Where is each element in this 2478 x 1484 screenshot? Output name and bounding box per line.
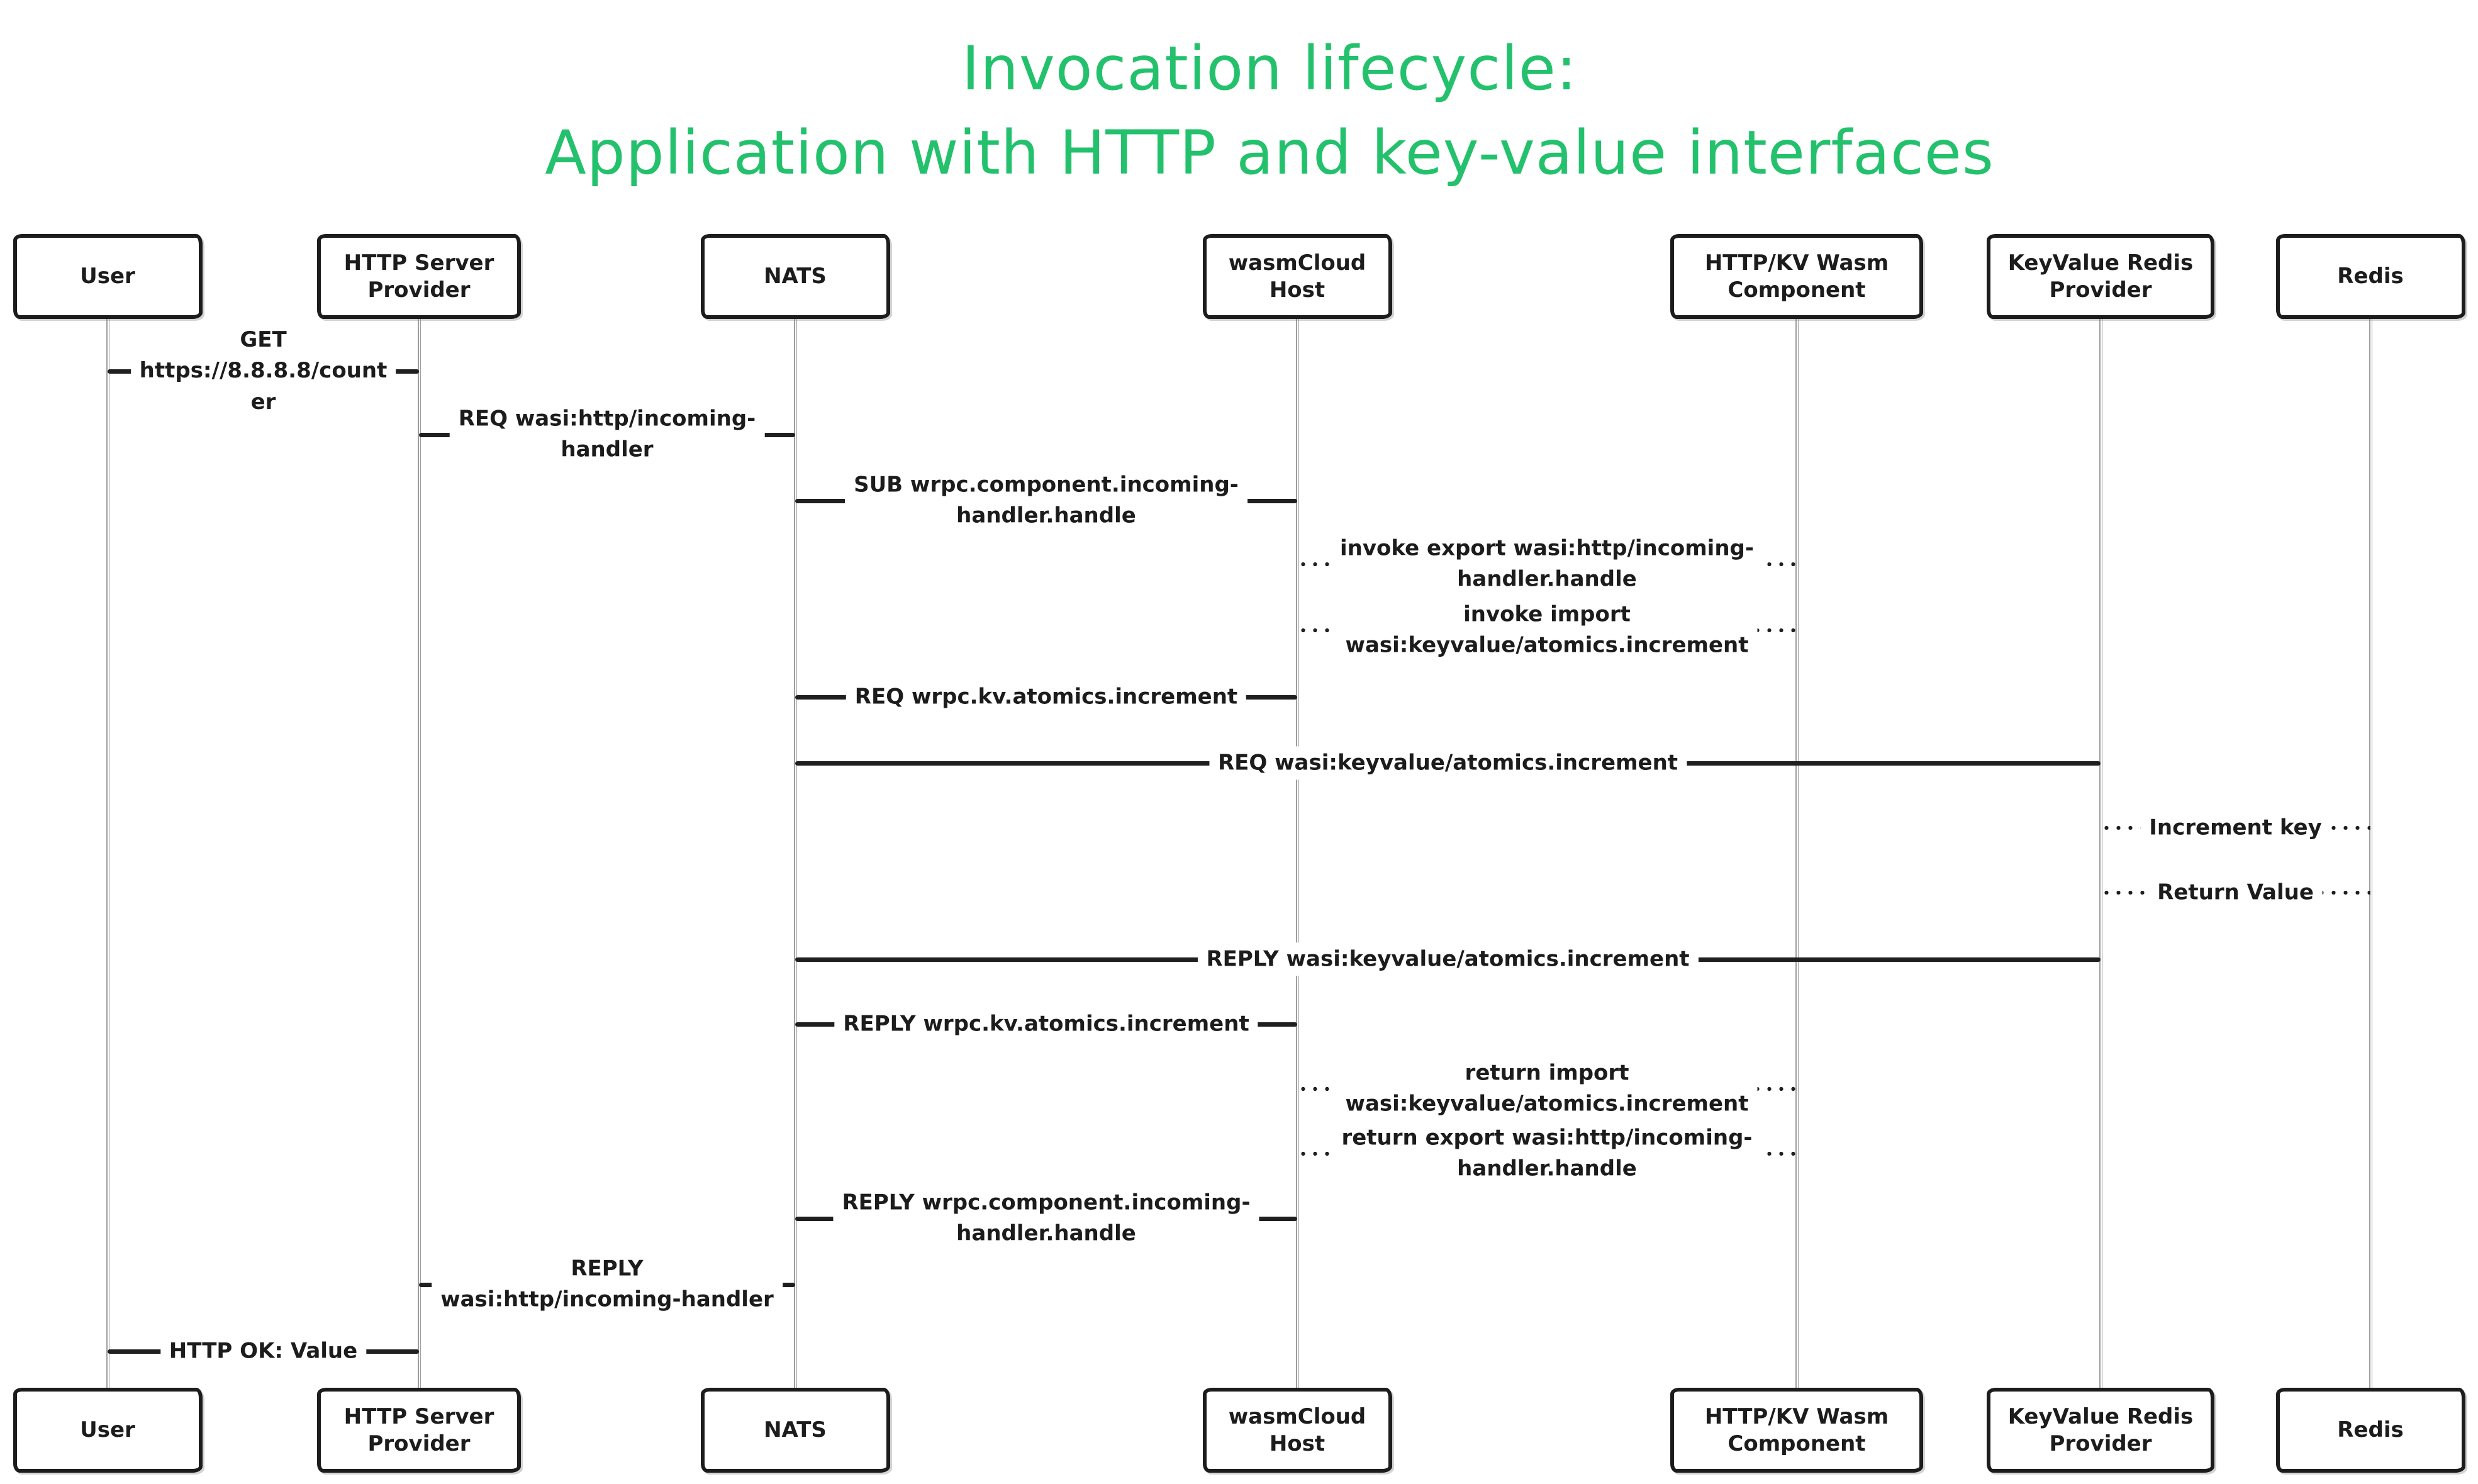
lifeline-http-server-provider: [418, 319, 421, 1388]
message-label-13: REPLY wrpc.component.incoming-handler.ha…: [833, 1186, 1259, 1251]
actor-top-nats: NATS: [700, 234, 890, 319]
lifeline-redis: [2369, 319, 2372, 1388]
title-line-1: Invocation lifecycle:: [961, 33, 1578, 104]
actor-label: HTTP/KV Wasm Component: [1704, 1404, 1889, 1456]
actor-label: NATS: [764, 264, 827, 289]
message-label-15: HTTP OK: Value: [160, 1334, 367, 1368]
actor-top-redis: Redis: [2275, 234, 2465, 319]
message-label-line: HTTP OK: Value: [169, 1338, 358, 1364]
message-label-9: REPLY wasi:keyvalue/atomics.increment: [1197, 942, 1699, 976]
actor-bottom-http-server-provider: HTTP Server Provider: [317, 1388, 521, 1473]
message-label-line: er: [250, 389, 276, 415]
message-label-line: REPLY wrpc.component.incoming-: [842, 1190, 1251, 1215]
actor-top-http-server-provider: HTTP Server Provider: [317, 234, 521, 319]
lifeline-user: [106, 319, 109, 1388]
message-label-line: wasi:keyvalue/atomics.increment: [1345, 1091, 1749, 1117]
message-label-14: REPLY wasi:http/incoming-handler: [432, 1252, 783, 1317]
message-label-6: REQ wasi:keyvalue/atomics.increment: [1208, 746, 1687, 780]
message-label-line: REPLY wrpc.kv.atomics.increment: [843, 1011, 1249, 1037]
title-line-2: Application with HTTP and key-value inte…: [545, 118, 1994, 188]
message-label-line: REQ wasi:http/incoming-: [458, 406, 756, 432]
message-label-2: SUB wrpc.component.incoming-handler.hand…: [845, 468, 1247, 533]
message-label-line: wasi:keyvalue/atomics.increment: [1345, 633, 1749, 658]
message-label-3: invoke export wasi:http/incoming-handler…: [1331, 532, 1763, 597]
message-label-line: Return Value: [2157, 879, 2314, 905]
message-label-7: Increment key: [2140, 811, 2331, 845]
message-label-line: SUB wrpc.component.incoming-: [854, 472, 1239, 498]
actor-bottom-redis: Redis: [2275, 1388, 2465, 1473]
message-label-line: return export wasi:http/incoming-: [1341, 1125, 1753, 1151]
actor-bottom-user: User: [13, 1388, 203, 1473]
actor-label: Redis: [2337, 1417, 2404, 1443]
message-label-line: REQ wrpc.kv.atomics.increment: [854, 684, 1238, 710]
message-label-line: handler.handle: [956, 1221, 1136, 1246]
message-label-line: handler.handle: [1457, 567, 1637, 592]
actor-label: KeyValue Redis Provider: [2007, 250, 2194, 303]
message-label-4: invoke import wasi:keyvalue/atomics.incre…: [1336, 598, 1758, 663]
actor-label: User: [80, 1417, 135, 1443]
actor-bottom-nats: NATS: [700, 1388, 890, 1473]
message-label-line: GET: [240, 327, 287, 353]
message-label-line: https://8.8.8.8/count: [139, 358, 388, 384]
message-label-line: REPLY: [571, 1256, 644, 1281]
message-label-11: return import wasi:keyvalue/atomics.incre…: [1336, 1056, 1758, 1122]
actor-bottom-http-kv-wasm-component: HTTP/KV Wasm Component: [1670, 1388, 1923, 1473]
lifeline-nats: [794, 319, 797, 1388]
message-label-12: return export wasi:http/incoming-handler…: [1332, 1121, 1761, 1186]
message-label-line: invoke import: [1463, 601, 1631, 627]
message-label-line: handler.handle: [1457, 1156, 1637, 1181]
message-label-10: REPLY wrpc.kv.atomics.increment: [834, 1007, 1258, 1041]
actor-label: NATS: [764, 1417, 827, 1443]
actor-label: KeyValue Redis Provider: [2007, 1404, 2194, 1456]
actor-label: wasmCloud Host: [1228, 1404, 1366, 1456]
actor-top-user: User: [13, 234, 203, 319]
lifeline-keyvalue-redis-provider: [2099, 319, 2102, 1388]
actor-top-wasmcloud-host: wasmCloud Host: [1202, 234, 1392, 319]
message-label-8: Return Value: [2148, 876, 2323, 910]
message-label-line: handler: [561, 437, 654, 462]
message-label-line: invoke export wasi:http/incoming-: [1340, 535, 1754, 561]
lifeline-wasmcloud-host: [1296, 319, 1299, 1388]
actor-top-keyvalue-redis-provider: KeyValue Redis Provider: [1987, 234, 2214, 319]
message-label-line: REQ wasi:keyvalue/atomics.increment: [1217, 750, 1678, 776]
message-label-5: REQ wrpc.kv.atomics.increment: [846, 680, 1247, 714]
actor-label: User: [80, 264, 135, 289]
actor-bottom-keyvalue-redis-provider: KeyValue Redis Provider: [1987, 1388, 2214, 1473]
message-label-line: Increment key: [2149, 815, 2322, 840]
lifeline-http-kv-wasm-component: [1795, 319, 1799, 1388]
message-label-0: GET https://8.8.8.8/count er: [130, 323, 396, 419]
message-label-line: wasi:http/incoming-handler: [440, 1287, 774, 1312]
message-label-1: REQ wasi:http/incoming-handler: [449, 402, 765, 467]
message-label-line: handler.handle: [956, 503, 1136, 528]
actor-label: Redis: [2337, 264, 2404, 289]
actor-top-http-kv-wasm-component: HTTP/KV Wasm Component: [1670, 234, 1923, 319]
diagram-title: Invocation lifecycle: Application with H…: [545, 26, 1994, 195]
message-label-line: return import: [1465, 1060, 1629, 1086]
actor-label: HTTP/KV Wasm Component: [1704, 250, 1889, 303]
actor-label: HTTP Server Provider: [343, 250, 494, 303]
actor-bottom-wasmcloud-host: wasmCloud Host: [1202, 1388, 1392, 1473]
message-label-line: REPLY wasi:keyvalue/atomics.increment: [1206, 946, 1690, 972]
actor-label: wasmCloud Host: [1228, 250, 1366, 303]
actor-label: HTTP Server Provider: [343, 1404, 494, 1456]
